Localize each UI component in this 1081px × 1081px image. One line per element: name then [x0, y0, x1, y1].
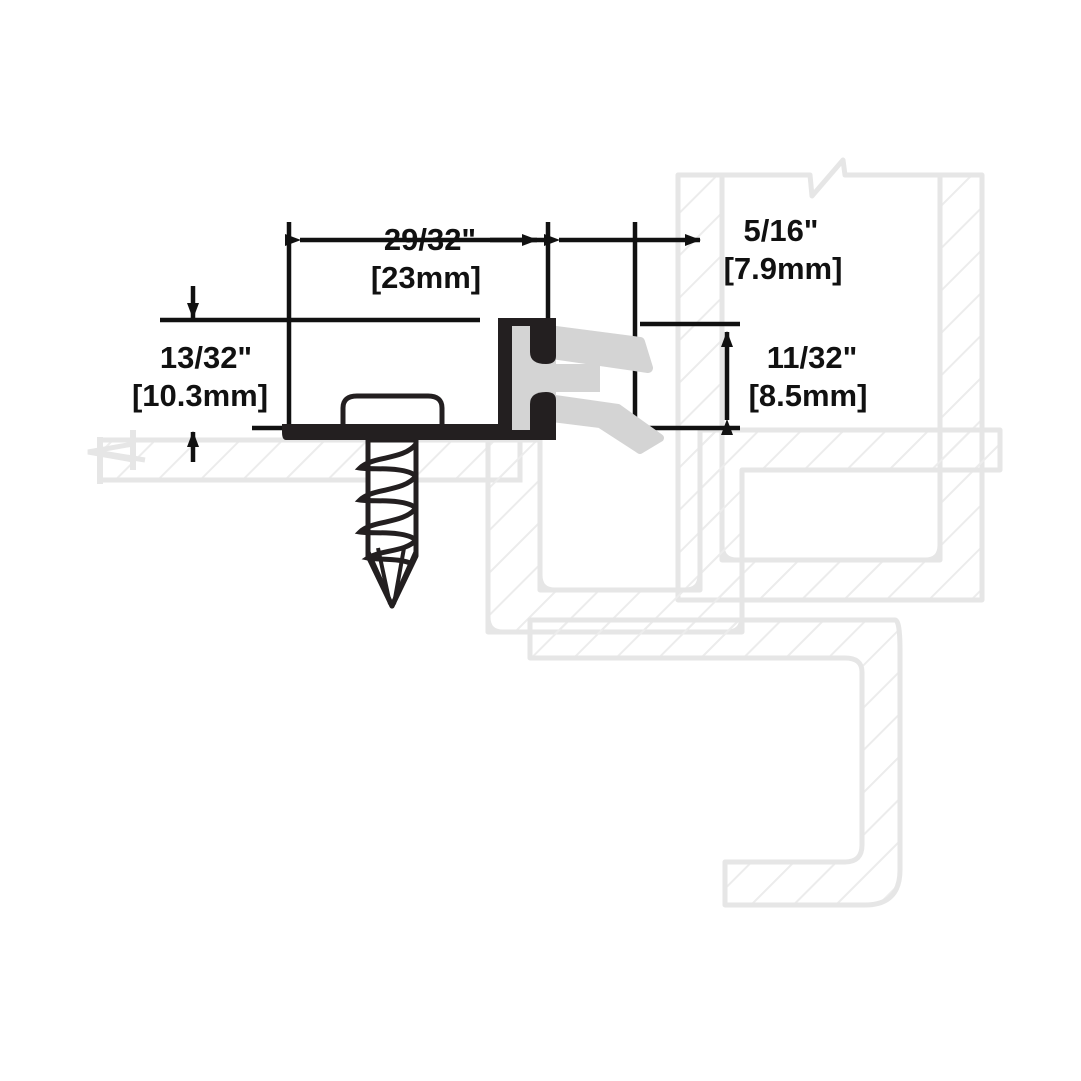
dim-label-width-overall-imperial: 29/32": [384, 222, 476, 257]
screw-head: [340, 393, 445, 431]
screw-threads: [354, 441, 419, 567]
extruded-trim-profile: [282, 318, 556, 440]
dim-label-gasket-reach-metric: [7.9mm]: [724, 251, 843, 286]
profile-lip-lower: [530, 392, 556, 430]
dim-label-leg-height-metric: [8.5mm]: [749, 378, 868, 413]
profile-base-flange: [282, 424, 500, 440]
screw-point-tip: [365, 550, 419, 609]
hatched-stepped-channel-lower: [527, 617, 903, 908]
dimension-lines-group: [160, 222, 740, 462]
dim-label-base-thickness-imperial: 13/32": [160, 340, 252, 375]
dim-label-gasket-reach-imperial: 5/16": [743, 213, 818, 248]
dim-label-width-overall-metric: [23mm]: [371, 260, 481, 295]
zigzag-break-line: [678, 157, 982, 199]
hatched-substrate-panel: [97, 437, 523, 483]
dim-label-leg-height-imperial: 11/32": [767, 340, 858, 375]
lower-gasket-fin: [544, 394, 664, 454]
self-drilling-hex-washer-screw: [340, 393, 445, 609]
profile-lip-upper: [530, 326, 556, 364]
left-break-line: [87, 430, 146, 484]
dim-label-base-thickness-metric: [10.3mm]: [132, 378, 268, 413]
dimension-labels-group: 29/32" [23mm] 5/16" [7.9mm] 13/32" [10.3…: [132, 213, 867, 413]
substrate-geometry-group: [87, 157, 1003, 908]
